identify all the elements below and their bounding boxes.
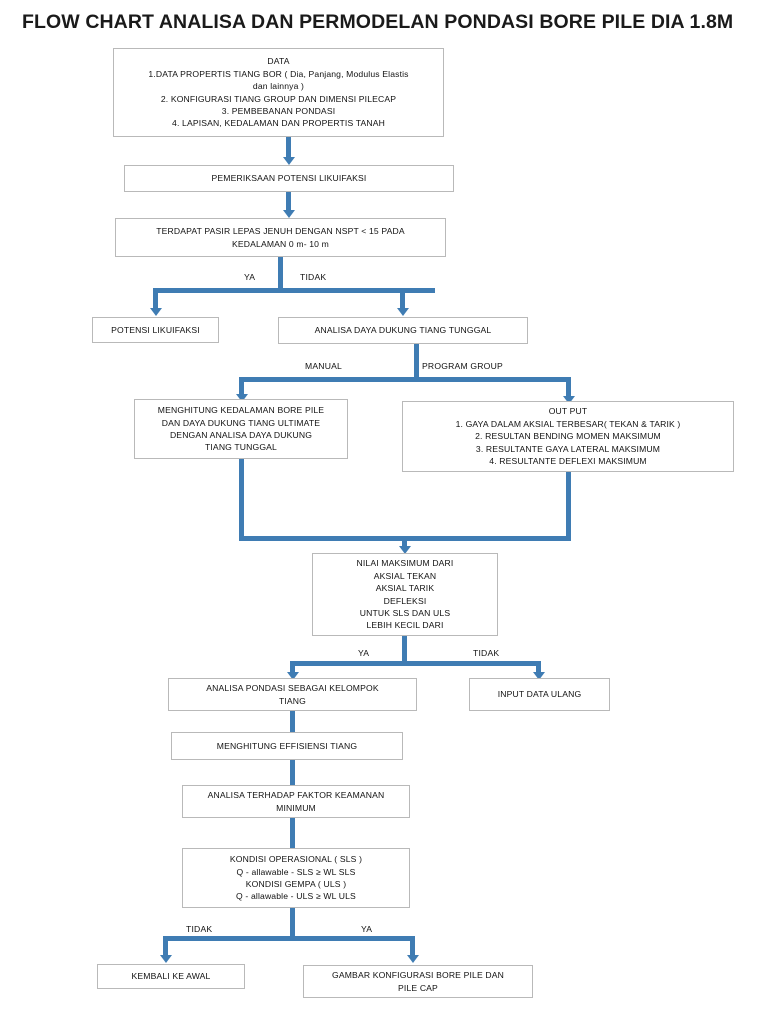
node-nilai-maksimum-line-4: DEFLEKSI	[383, 595, 427, 606]
node-data-line-5: 3. PEMBEBANAN PONDASI	[221, 105, 336, 116]
node-kembali-ke-awal: KEMBALI KE AWAL	[97, 964, 245, 989]
node-input-data-ulang: INPUT DATA ULANG	[469, 678, 610, 711]
connector-branch-ya2-down	[290, 661, 295, 675]
arrowhead-branch-program-group	[562, 396, 575, 404]
arrowhead-branch-tidak3	[159, 955, 172, 963]
arrowhead-branch-manual	[235, 394, 248, 402]
edge-label-program-group: PROGRAM GROUP	[422, 361, 503, 371]
node-out-put: OUT PUT 1. GAYA DALAM AKSIAL TERBESAR( T…	[402, 401, 734, 472]
node-nilai-maksimum-line-1: NILAI MAKSIMUM DARI	[356, 558, 454, 569]
edge-label-tidak-1: TIDAK	[300, 272, 327, 282]
connector-branch-tidak2-down	[536, 661, 541, 675]
node-analisa-faktor-keamanan-line-2: MINIMUM	[276, 802, 316, 813]
arrowhead-data-to-pemeriksaan	[282, 157, 295, 165]
arrowhead-pemeriksaan-to-terdapat	[282, 210, 295, 218]
node-menghitung-effisiensi-line-1: MENGHITUNG EFFISIENSI TIANG	[216, 740, 358, 751]
node-analisa-faktor-keamanan-line-1: ANALISA TERHADAP FAKTOR KEAMANAN	[207, 790, 385, 801]
arrowhead-branch-ya	[149, 308, 162, 316]
arrowhead-merge-to-nilai	[398, 546, 411, 554]
connector-branch-ya-down	[153, 288, 158, 310]
node-out-put-line-1: OUT PUT	[548, 406, 588, 417]
connector-analisa-daya-stem	[414, 344, 419, 380]
node-data: DATA 1.DATA PROPERTIS TIANG BOR ( Dia, P…	[113, 48, 444, 137]
connector-branch-tidak-down	[400, 288, 405, 310]
arrowhead-branch-ya2	[286, 672, 299, 680]
node-potensi-likuifaksi: POTENSI LIKUIFAKSI	[92, 317, 219, 343]
edge-label-tidak-2: TIDAK	[473, 648, 500, 658]
node-analisa-pondasi-line-1: ANALISA PONDASI SEBAGAI KELOMPOK	[206, 683, 379, 694]
edge-label-ya-3: YA	[361, 924, 373, 934]
arrowhead-branch-tidak	[396, 308, 409, 316]
node-analisa-faktor-keamanan-minimum: ANALISA TERHADAP FAKTOR KEAMANAN MINIMUM	[182, 785, 410, 818]
connector-nilai-stem	[402, 636, 407, 664]
node-menghitung-kedalaman-line-3: DENGAN ANALISA DAYA DUKUNG	[169, 430, 313, 440]
node-nilai-maksimum-line-2: AKSIAL TEKAN	[373, 570, 437, 581]
node-data-line-1: DATA	[267, 56, 290, 67]
node-terdapat-line-1: TERDAPAT PASIR LEPAS JENUH DENGAN NSPT <…	[156, 226, 405, 237]
node-out-put-line-4: 3. RESULTANTE GAYA LATERAL MAKSIMUM	[475, 443, 661, 454]
connector-pemeriksaan-to-terdapat	[286, 192, 291, 212]
node-out-put-line-5: 4. RESULTANTE DEFLEXI MAKSIMUM	[489, 456, 647, 467]
connector-nilai-branch-bar	[290, 661, 541, 666]
node-kondisi-line-2: Q - allawable - SLS ≥ WL SLS	[236, 866, 356, 877]
node-analisa-pondasi-line-2: TIANG	[278, 695, 306, 706]
connector-effisiensi-to-faktor-keamanan	[290, 760, 295, 786]
node-kembali-ke-awal-line-1: KEMBALI KE AWAL	[131, 971, 211, 982]
node-pemeriksaan-potensi-likuifaksi: PEMERIKSAAN POTENSI LIKUIFAKSI	[124, 165, 454, 192]
node-out-put-line-2: 1. GAYA DALAM AKSIAL TERBESAR( TEKAN & T…	[455, 418, 681, 429]
connector-out-put-down	[566, 454, 571, 540]
node-nilai-maksimum: NILAI MAKSIMUM DARI AKSIAL TEKAN AKSIAL …	[312, 553, 498, 636]
connector-data-to-pemeriksaan	[286, 137, 291, 159]
node-terdapat-pasir-lepas: TERDAPAT PASIR LEPAS JENUH DENGAN NSPT <…	[115, 218, 446, 257]
arrowhead-branch-tidak2	[532, 672, 545, 680]
node-analisa-daya-dukung-line-1: ANALISA DAYA DUKUNG TIANG TUNGGAL	[314, 325, 492, 336]
edge-label-ya-1: YA	[244, 272, 256, 282]
node-menghitung-kedalaman-bore-pile: MENGHITUNG KEDALAMAN BORE PILE DAN DAYA …	[134, 399, 348, 459]
connector-terdapat-stem	[278, 257, 283, 291]
connector-kondisi-branch-bar	[163, 936, 415, 941]
node-gambar-konfigurasi-line-2: PILE CAP	[398, 982, 438, 993]
connector-branch-program-group-down	[566, 377, 571, 399]
connector-branch-ya3-down	[410, 936, 415, 958]
node-kondisi-line-4: Q - allawable - ULS ≥ WL ULS	[236, 891, 356, 902]
edge-label-ya-2: YA	[358, 648, 370, 658]
connector-merge-to-nilai	[402, 536, 407, 548]
node-menghitung-kedalaman-line-2: DAN DAYA DUKUNG TIANG ULTIMATE	[161, 417, 321, 428]
connector-kondisi-stem	[290, 908, 295, 938]
node-analisa-daya-dukung-tiang-tunggal: ANALISA DAYA DUKUNG TIANG TUNGGAL	[278, 317, 528, 344]
node-menghitung-kedalaman-line-4: TIANG TUNGGAL	[205, 442, 277, 453]
edge-label-manual: MANUAL	[305, 361, 343, 371]
node-menghitung-kedalaman-line-1: MENGHITUNG KEDALAMAN BORE PILE	[157, 405, 325, 416]
node-data-line-3: dan lainnya )	[252, 81, 305, 92]
node-gambar-konfigurasi-bore-pile: GAMBAR KONFIGURASI BORE PILE DAN PILE CA…	[303, 965, 533, 998]
node-data-line-6: 4. LAPISAN, KEDALAMAN DAN PROPERTIS TANA…	[172, 118, 385, 129]
connector-branch-tidak3-down	[163, 936, 168, 958]
node-data-line-2: 1.DATA PROPERTIS TIANG BOR ( Dia, Panjan…	[148, 68, 409, 79]
connector-faktor-keamanan-to-kondisi	[290, 818, 295, 849]
connector-terdapat-branch-bar	[153, 288, 435, 293]
connector-menghitung-down	[239, 440, 244, 540]
node-input-data-ulang-line-1: INPUT DATA ULANG	[497, 689, 582, 700]
node-nilai-maksimum-line-3: AKSIAL TARIK	[375, 583, 435, 594]
node-kondisi-line-1: KONDISI OPERASIONAL ( SLS )	[229, 854, 363, 865]
node-potensi-likuifaksi-line-1: POTENSI LIKUIFAKSI	[111, 324, 200, 335]
node-pemeriksaan-line-1: PEMERIKSAAN POTENSI LIKUIFAKSI	[211, 173, 367, 184]
node-kondisi-line-3: KONDISI GEMPA ( ULS )	[245, 879, 347, 889]
edge-label-tidak-3: TIDAK	[186, 924, 213, 934]
connector-analisa-daya-branch-bar	[239, 377, 571, 382]
node-nilai-maksimum-line-5: UNTUK SLS DAN ULS	[359, 607, 451, 618]
node-gambar-konfigurasi-line-1: GAMBAR KONFIGURASI BORE PILE DAN	[332, 970, 504, 981]
node-data-line-4: 2. KONFIGURASI TIANG GROUP DAN DIMENSI P…	[160, 93, 397, 104]
node-nilai-maksimum-line-6: LEBIH KECIL DARI	[366, 620, 444, 631]
node-menghitung-effisiensi-tiang: MENGHITUNG EFFISIENSI TIANG	[171, 732, 403, 760]
connector-analisa-pondasi-to-effisiensi	[290, 711, 295, 733]
node-out-put-line-3: 2. RESULTAN BENDING MOMEN MAKSIMUM	[475, 431, 661, 442]
node-terdapat-line-2: KEDALAMAN 0 m- 10 m	[232, 238, 329, 249]
arrowhead-branch-ya3	[406, 955, 419, 963]
node-kondisi-operasional-gempa: KONDISI OPERASIONAL ( SLS ) Q - allawabl…	[182, 848, 410, 908]
page-title: FLOW CHART ANALISA DAN PERMODELAN PONDAS…	[22, 11, 734, 33]
connector-branch-manual-down	[239, 377, 244, 397]
node-analisa-pondasi-kelompok-tiang: ANALISA PONDASI SEBAGAI KELOMPOK TIANG	[168, 678, 417, 711]
